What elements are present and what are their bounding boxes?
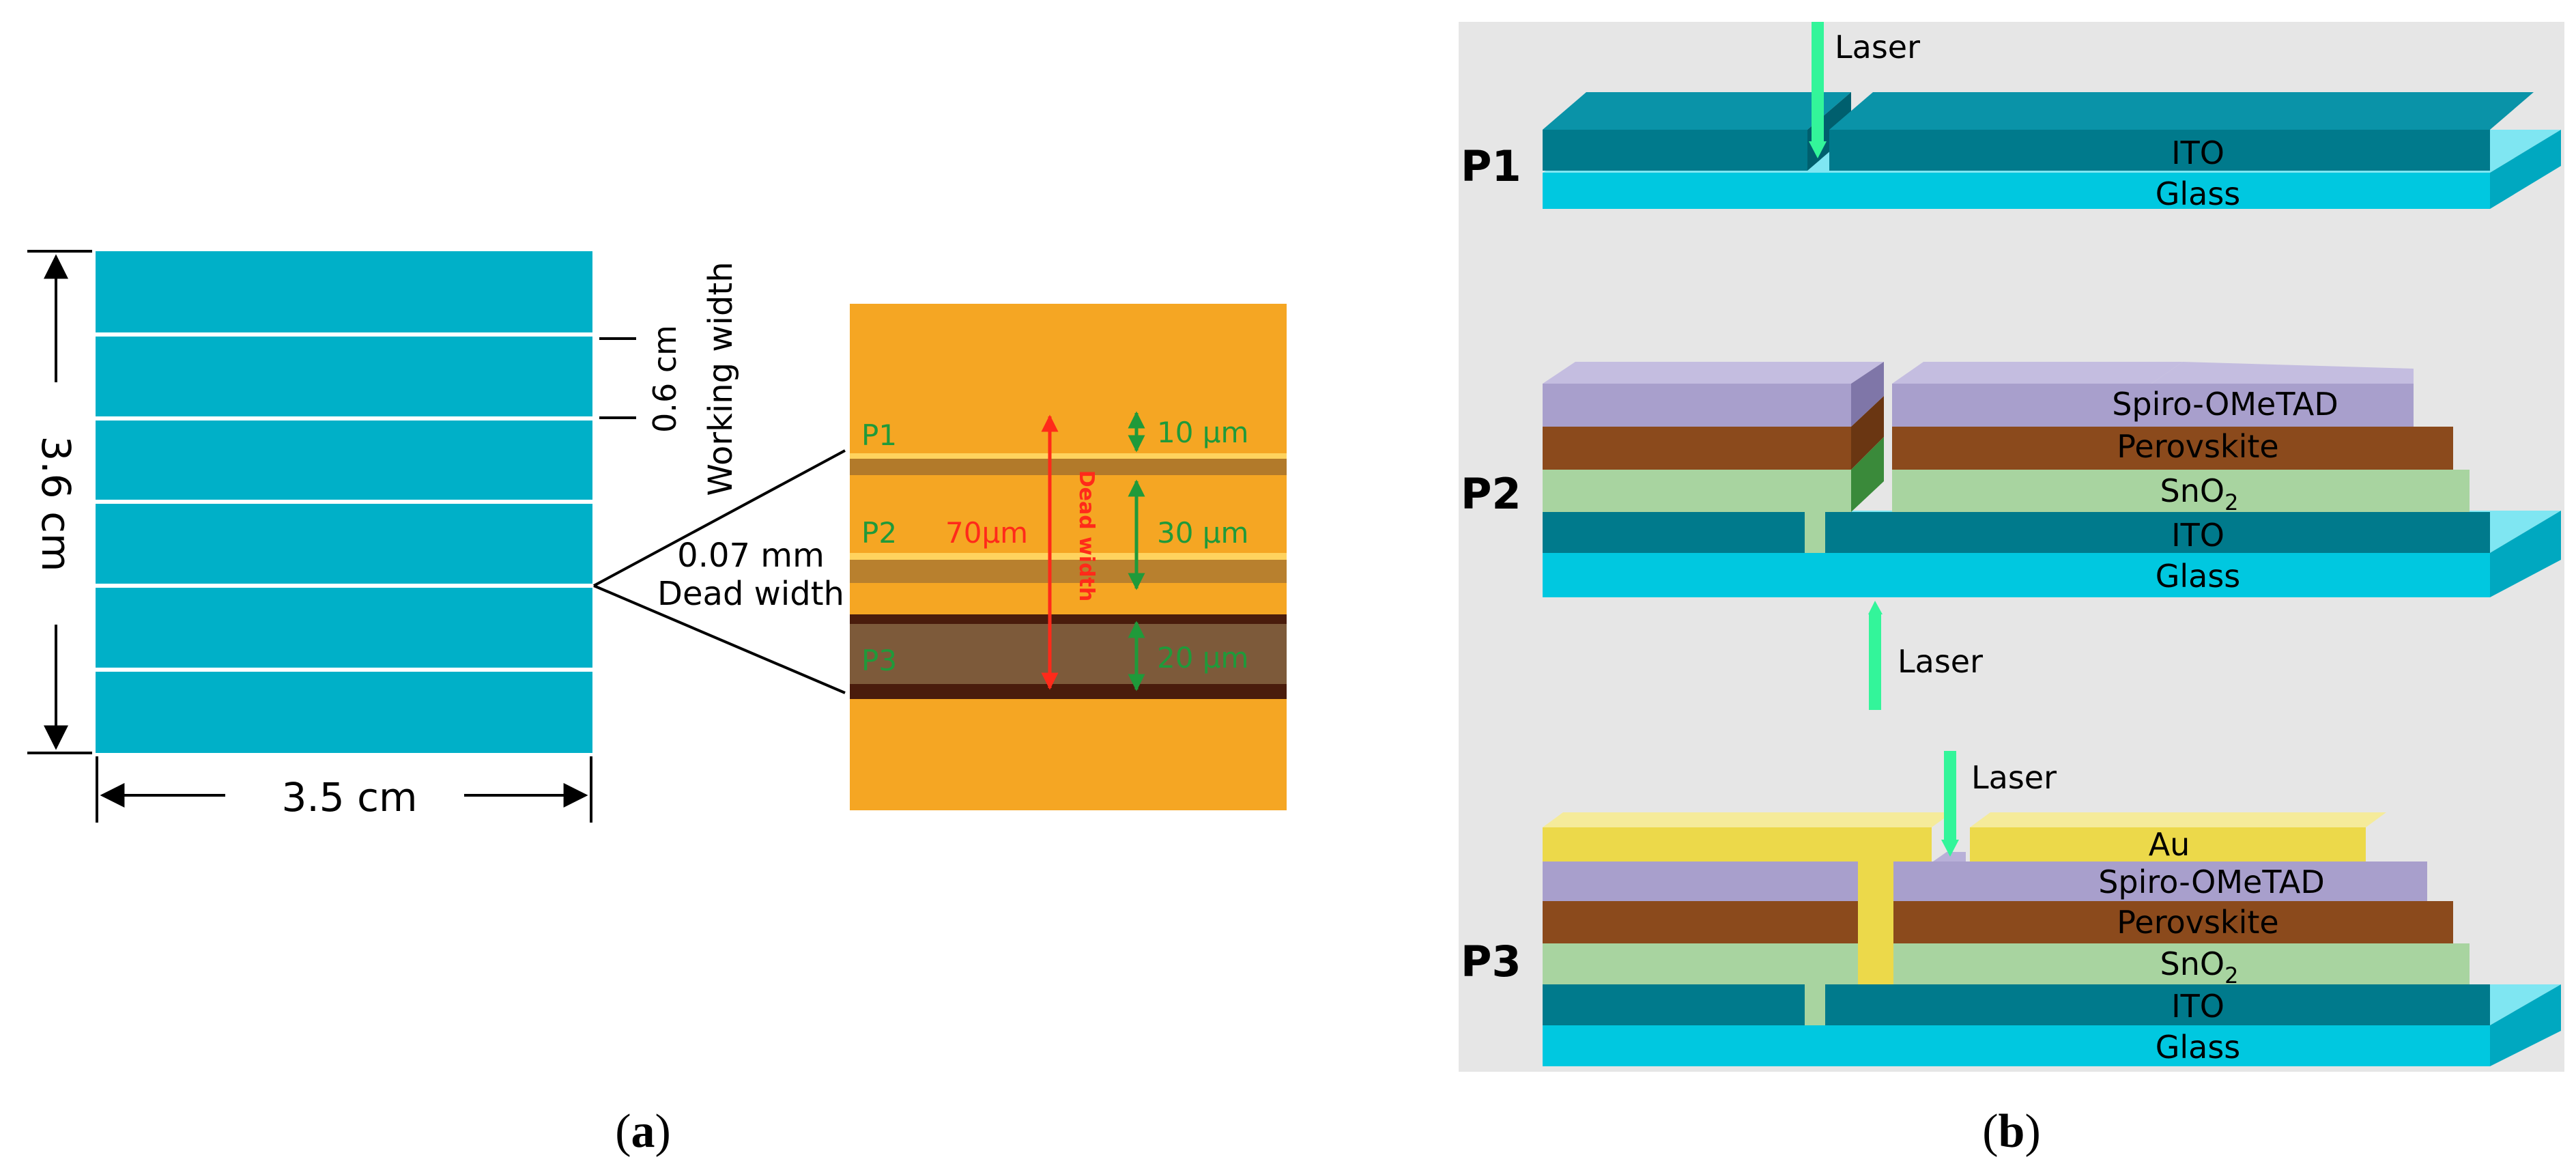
zoom-lines <box>593 449 846 694</box>
panel-b: ITO Glass Laser P1 <box>1459 22 2564 1158</box>
p2-spiro-right-top <box>1892 362 2183 384</box>
p3-stack: Au Spiro-OMeTAD Perovskite SnO2 ITO Glas… <box>1461 751 2561 1066</box>
height-label: 3.6 cm <box>33 436 79 571</box>
p3-sno2 <box>1543 943 2470 984</box>
p2-glass-front <box>1543 553 2490 597</box>
p2-perovskite-label: Perovskite <box>2117 428 2278 465</box>
width-dimension <box>96 756 592 823</box>
p2-perovskite-right <box>1892 427 2453 470</box>
p3-au-right-top <box>1970 812 2386 827</box>
p3-ito-front <box>1543 984 2490 1025</box>
working-width-markers <box>599 337 636 419</box>
p2-spiro-step <box>1851 362 1884 427</box>
p1-laser-tip <box>1809 141 1827 158</box>
p2-glass-side <box>2490 511 2561 597</box>
p2-laser-beam <box>1869 614 1881 710</box>
micro-p3-label: P3 <box>861 644 897 677</box>
p1-ito-right-top <box>1829 92 2534 130</box>
p2-ito-front <box>1543 512 2490 553</box>
p1-ito-label: ITO <box>2171 134 2224 171</box>
module-cells <box>96 251 592 753</box>
micro-p1-label: P1 <box>861 418 897 452</box>
p2-sno2-fill <box>1805 512 1825 553</box>
micro-total-label: 70μm <box>945 516 1028 550</box>
p2-spiro-right <box>1892 384 2151 427</box>
p3-ito-label: ITO <box>2171 988 2224 1025</box>
panel-a: 3.6 cm 3.5 cm 0.6 cm Working width 0.07 … <box>27 250 1287 1158</box>
dead-width-value: 0.07 mm <box>677 537 825 575</box>
p2-spiro-label: Spiro-OMeTAD <box>2112 386 2338 423</box>
micro-p2-label: P2 <box>861 516 897 550</box>
working-width-label: Working width <box>702 261 740 496</box>
height-dimension <box>27 250 92 754</box>
p1-ito-right-front <box>1829 130 2490 171</box>
p1-glass-label: Glass <box>2156 175 2241 212</box>
p3-au-via <box>1858 861 1893 984</box>
p3-laser-tip <box>1941 840 1959 857</box>
dead-width-vertical-label: Dead width <box>1074 470 1098 602</box>
p1-scribe-highlight <box>850 453 1287 459</box>
p1-glass-front <box>1543 173 2490 209</box>
p3-au-left <box>1543 827 1932 861</box>
p2-stack: Spiro-OMeTAD Perovskite SnO2 ITO Glass P… <box>1461 362 2561 710</box>
p1-width-label: 10 μm <box>1157 416 1248 449</box>
p2-glass-label: Glass <box>2156 558 2241 595</box>
p3-scribe <box>850 624 1287 685</box>
p3-width-label: 20 μm <box>1157 641 1248 674</box>
p1-ito-left-front <box>1543 130 1807 171</box>
p3-au-left-top <box>1543 812 1952 827</box>
p3-au-label: Au <box>2149 826 2190 863</box>
p2-sno2-label: SnO2 <box>2160 472 2239 515</box>
p3-perovskite-label: Perovskite <box>2117 904 2278 941</box>
p3-perovskite <box>1543 901 2453 943</box>
p1-ito-left-top <box>1543 92 1851 130</box>
p2-laser-label: Laser <box>1898 643 1983 680</box>
p2-spiro-right-ext <box>2151 384 2414 427</box>
p2-sno2-step <box>1851 437 1884 512</box>
p2-spiro-right-ext-top <box>2151 362 2414 384</box>
p3-ito-gap-fill <box>1805 984 1825 1025</box>
p3-spiro-label: Spiro-OMeTAD <box>2098 864 2325 900</box>
p1-scribe <box>850 457 1287 475</box>
p2-spiro-left <box>1543 384 1851 427</box>
p3-au-right <box>1970 827 2366 861</box>
p2-ito-label: ITO <box>2171 517 2224 554</box>
p2-scribe <box>850 558 1287 583</box>
p2-perovskite-step <box>1851 396 1884 470</box>
p3-glass-front <box>1543 1025 2490 1066</box>
p3-sno2-label: SnO2 <box>2160 945 2239 988</box>
p1-step-label: P1 <box>1461 141 1521 191</box>
p3-scribe-dent <box>1933 852 1966 861</box>
p3-scribe-edge-bottom <box>850 684 1287 699</box>
p3-step-label: P3 <box>1461 937 1521 986</box>
p2-sno2-left <box>1543 470 1851 512</box>
p2-step-label: P2 <box>1461 469 1521 519</box>
p2-scribe-highlight <box>850 553 1287 560</box>
p1-laser-label: Laser <box>1835 29 1920 66</box>
micrograph: P1 P2 P3 70μm Dead width 10 μm 30 μm 20 … <box>850 304 1287 810</box>
p1-stack: ITO Glass Laser P1 <box>1461 22 2561 212</box>
p2-laser-tip <box>1868 601 1883 614</box>
p2-perovskite-left <box>1543 427 1851 470</box>
dead-width-label: Dead width <box>657 575 844 613</box>
p3-laser-label: Laser <box>1971 759 2057 796</box>
working-width-value: 0.6 cm <box>646 325 683 433</box>
width-label: 3.5 cm <box>281 774 417 821</box>
p3-glass-label: Glass <box>2156 1029 2241 1066</box>
p2-spiro-left-top <box>1543 362 1884 384</box>
p2-sno2-right <box>1892 470 2470 512</box>
p3-glass-side <box>2490 984 2561 1066</box>
p2-width-label: 30 μm <box>1157 516 1248 550</box>
p3-laser-beam <box>1944 751 1956 840</box>
caption-b: (b) <box>1982 1105 2041 1158</box>
p1-glass-side <box>2490 130 2561 209</box>
p3-scribe-edge-top <box>850 614 1287 625</box>
p1-laser-beam <box>1812 22 1824 141</box>
caption-a: (a) <box>615 1105 671 1158</box>
p3-spiro <box>1543 861 2427 901</box>
